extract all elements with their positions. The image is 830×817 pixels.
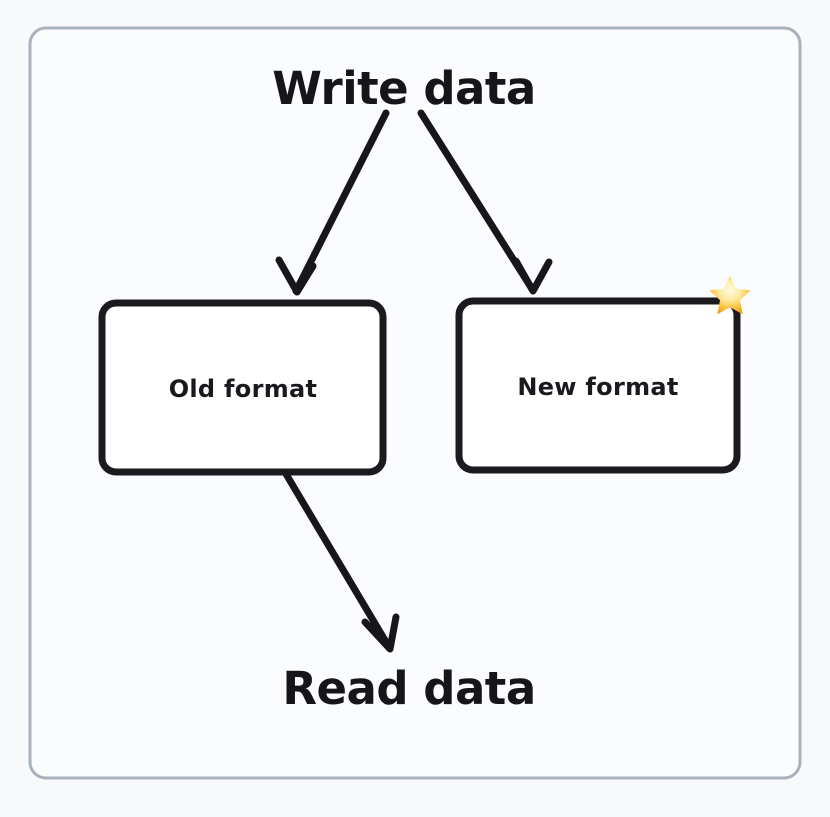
read-data-label: Read data bbox=[282, 662, 535, 715]
node-new-format[interactable]: New format bbox=[455, 297, 741, 474]
new-format-box[interactable] bbox=[455, 297, 741, 474]
old-format-box[interactable] bbox=[98, 299, 387, 476]
arrow-old-format-to-read bbox=[282, 470, 400, 653]
old-format-label: Old format bbox=[169, 375, 318, 403]
node-old-format[interactable]: Old format bbox=[98, 299, 387, 476]
arrow-write-to-new-format bbox=[417, 109, 553, 295]
arrow-write-to-old-format bbox=[275, 109, 390, 296]
outer-frame bbox=[28, 26, 802, 780]
write-data-label: Write data bbox=[272, 62, 536, 115]
new-format-label: New format bbox=[517, 373, 678, 401]
